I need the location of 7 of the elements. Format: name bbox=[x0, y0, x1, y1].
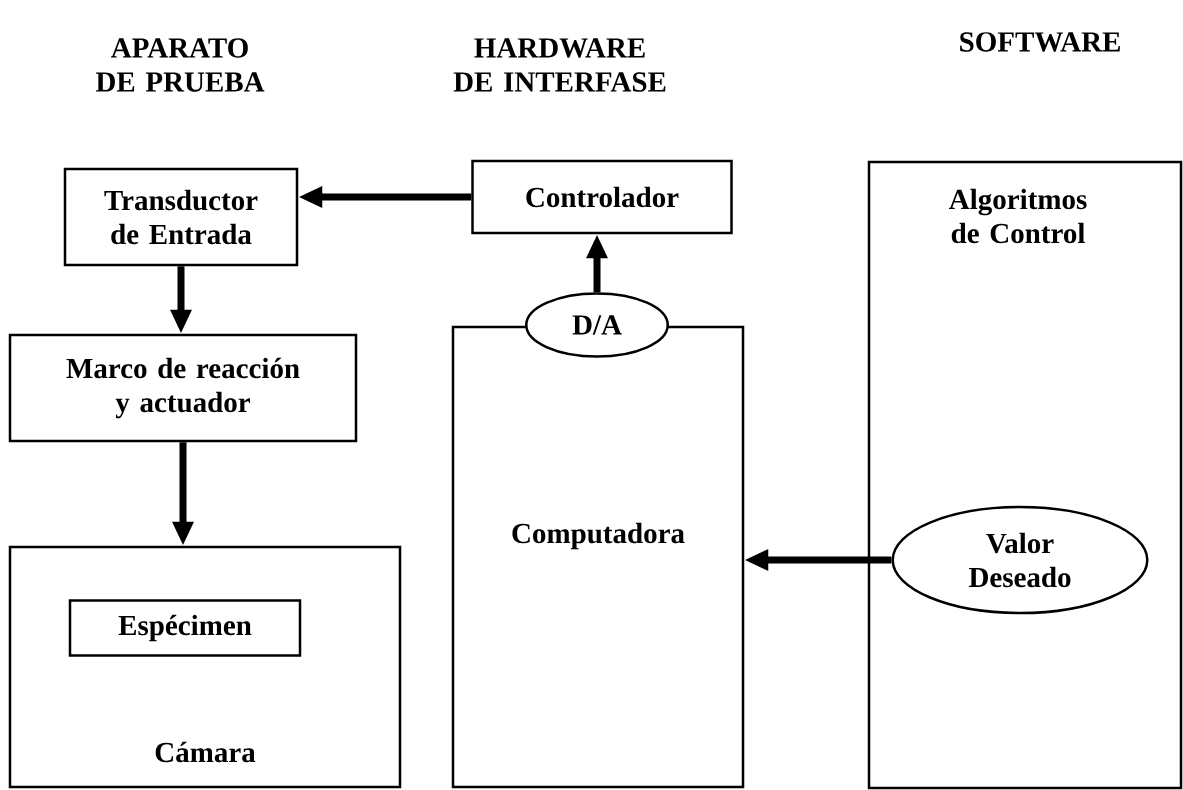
specimen-box: Espécimen bbox=[68, 599, 302, 657]
column-heading: HARDWARE DE INTERFASE bbox=[453, 38, 666, 92]
process-box: Transductor de Entrada bbox=[63, 167, 299, 267]
column-heading: SOFTWARE bbox=[960, 32, 1120, 52]
process-box: Controlador bbox=[471, 159, 733, 235]
process-box: Marco de reacción y actuador bbox=[8, 333, 358, 443]
column-heading: APARATO DE PRUEBA bbox=[95, 38, 265, 92]
